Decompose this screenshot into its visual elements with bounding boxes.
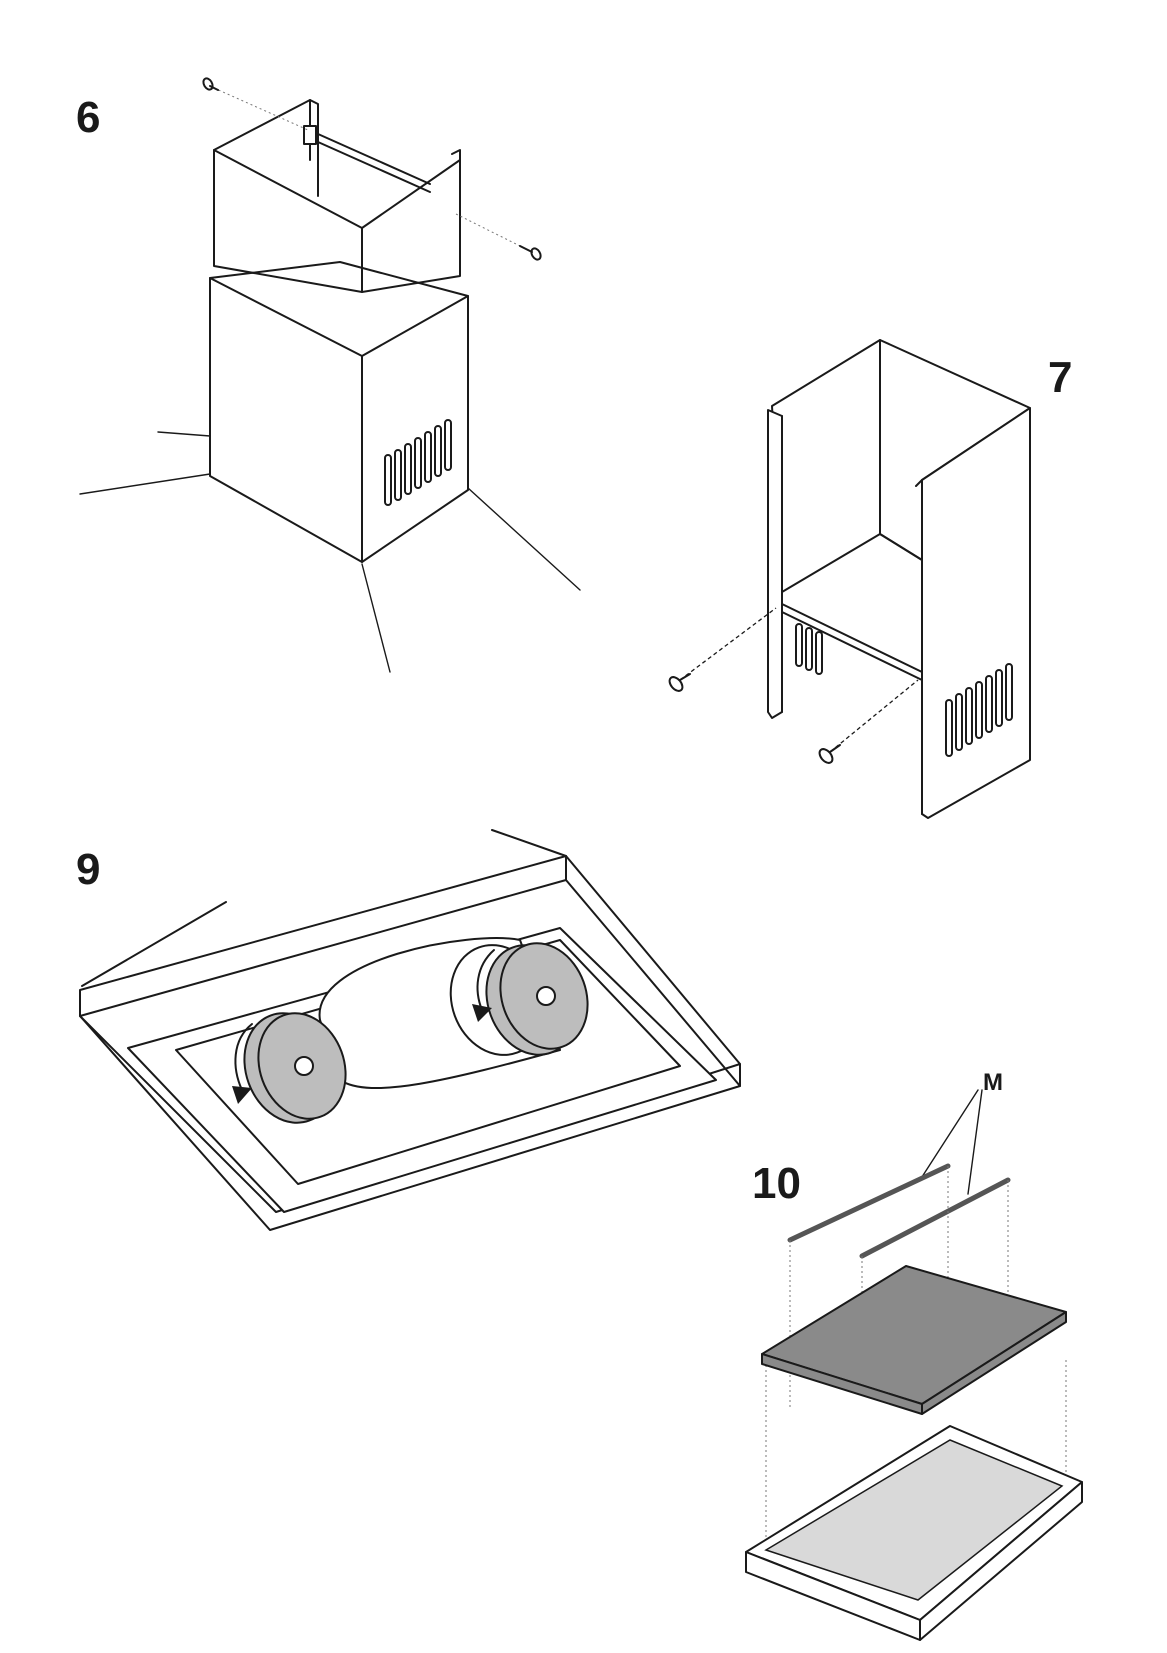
screw-icon [818, 744, 841, 764]
part-label-m: M [983, 1069, 1003, 1096]
grease-filter [745, 1425, 1083, 1641]
screw-icon [519, 245, 542, 261]
step-number-6: 6 [76, 93, 101, 142]
vent-slots-step7-right [945, 663, 1013, 757]
arrow-rotate-icon [232, 1023, 253, 1104]
carbon-mat [761, 1265, 1067, 1415]
step-number-9: 9 [76, 845, 101, 894]
screw-icon [202, 77, 219, 91]
vent-slots-step7-left [795, 623, 823, 675]
retaining-rod [859, 1177, 1011, 1259]
arrow-rotate-icon [472, 949, 495, 1022]
screw-icon [668, 673, 691, 692]
retaining-rod [787, 1163, 951, 1243]
carbon-filter-right [449, 942, 589, 1056]
step-number-7: 7 [1048, 353, 1073, 402]
carbon-filter-left [243, 1012, 347, 1124]
step-number-10: 10 [752, 1159, 801, 1208]
vent-slots-step6 [384, 419, 452, 506]
